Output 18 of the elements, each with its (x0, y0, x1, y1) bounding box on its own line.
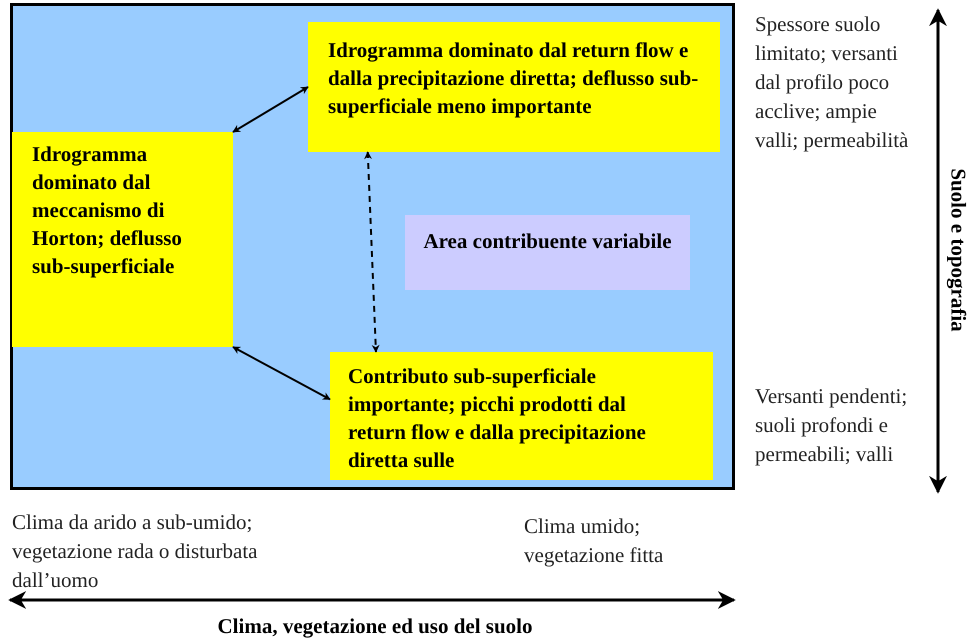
box-text: Area contribuente variabile (422, 228, 673, 255)
axis-note: Spessore suolo limitato; versanti dal profilo poco acclive; ampie valli; permeabilità (755, 11, 910, 154)
arrow (364, 151, 380, 353)
axis-title: Clima, vegetazione ed uso del suolo (216, 614, 534, 638)
arrow (232, 346, 331, 400)
axis-note: Clima da arido a sub-umido; vegetazione rada o disturbata dall’uomo (12, 509, 258, 594)
box-text: Idrogramma dominato dal return flow e dalla precipitazione diretta; deflusso sub-superficiale meno importante (328, 37, 700, 120)
process-box (308, 22, 720, 152)
process-box (12, 132, 233, 347)
axis-note: Versanti pendenti; suoli profondi e permeabili; valli (755, 383, 908, 468)
axis-title: Suolo e topografia (946, 168, 972, 332)
box-text: Idrogramma dominato dal meccanismo di Horton; deflusso sub-superficiale (32, 141, 183, 280)
arrow (232, 86, 309, 133)
panel-background (10, 3, 735, 490)
area-box (405, 215, 690, 290)
process-box (330, 352, 713, 480)
box-text: Contributo sub-superficiale importante; picchi prodotti dal return flow e dalla precipitazione diretta sulle (348, 363, 647, 474)
axis-note: Clima umido; vegetazione fitta (524, 513, 664, 569)
